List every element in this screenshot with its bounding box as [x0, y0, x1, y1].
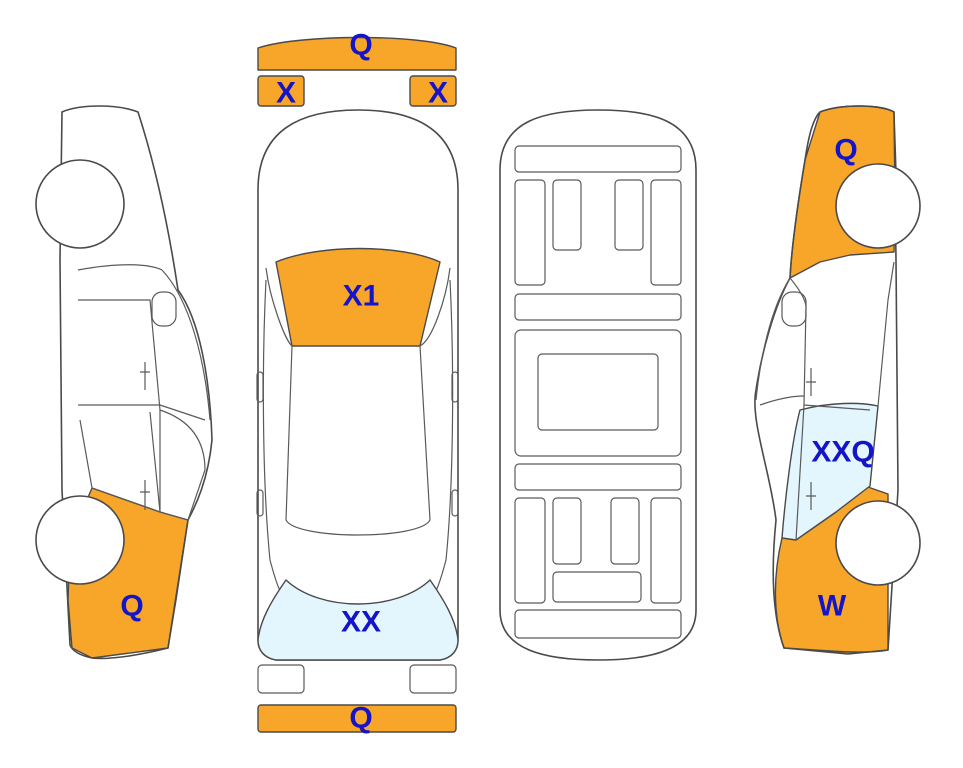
- top-right-handle: [451, 489, 459, 517]
- left-windshield-line: [161, 269, 211, 421]
- underbody-front-block-l: [552, 179, 582, 251]
- underbody-rail-fl: [514, 179, 546, 286]
- left-side-view: Q: [35, 105, 213, 660]
- underbody-mid-bar-1: [514, 293, 682, 321]
- rear-bumper[interactable]: [257, 704, 457, 733]
- underbody-outline: [499, 109, 697, 661]
- windshield-label: X1: [343, 280, 380, 313]
- rear-right-light: [409, 664, 457, 694]
- underbody-center-frame: [514, 329, 682, 457]
- right-body-outline: [754, 105, 899, 653]
- right-mirror: [781, 291, 807, 327]
- left-rear-quarter-label: Q: [120, 590, 143, 623]
- right-door-line-rear: [795, 404, 805, 541]
- underbody-front-block-r: [614, 179, 644, 251]
- top-view: Q X X X1 XX Q: [256, 29, 459, 735]
- underbody-rail-fr: [650, 179, 682, 286]
- right-roof-line: [759, 395, 805, 406]
- left-body-outline: [59, 105, 213, 660]
- top-right-mirror: [451, 371, 459, 403]
- left-door-handle-rear: [140, 480, 150, 510]
- right-side-view: Q XXQ W: [754, 105, 921, 655]
- underbody-rear-block-l: [552, 497, 582, 565]
- right-door-line-front: [803, 305, 871, 411]
- right-front-fender-label: Q: [834, 134, 857, 167]
- left-mirror: [151, 291, 177, 327]
- rear-window[interactable]: [257, 579, 459, 661]
- underbody-front-crossmember: [514, 145, 682, 173]
- underbody-view: [499, 109, 697, 661]
- top-right-side-line: [425, 279, 454, 603]
- front-bumper-label: Q: [349, 29, 372, 62]
- left-door-handle-front: [140, 362, 150, 390]
- top-left-handle: [256, 489, 264, 517]
- front-right-light-label: X: [428, 77, 448, 110]
- left-door-line-mid: [78, 404, 206, 421]
- right-rear-window-label: XXQ: [811, 436, 874, 469]
- top-left-side-line: [262, 279, 291, 603]
- top-left-mirror: [256, 371, 264, 403]
- front-left-light-label: X: [276, 77, 296, 110]
- right-windshield-line: [755, 277, 791, 401]
- top-a-pillars: [265, 267, 451, 347]
- top-roof: [285, 345, 431, 536]
- front-bumper[interactable]: [257, 36, 457, 71]
- front-right-light[interactable]: [409, 75, 457, 107]
- rear-bumper-label: Q: [349, 702, 372, 735]
- underbody-rail-rl: [514, 497, 546, 604]
- right-rear-wheel: [835, 500, 921, 586]
- underbody-mid-bar-2: [514, 463, 682, 491]
- right-door-handle-front: [806, 368, 816, 396]
- windshield[interactable]: [275, 247, 441, 347]
- right-rear-quarter-label: W: [818, 590, 847, 623]
- left-hood-line: [77, 264, 163, 271]
- underbody-rail-rr: [650, 497, 682, 604]
- left-rear-wheel: [35, 495, 125, 585]
- left-rear-window: [159, 409, 206, 521]
- left-front-wheel: [35, 159, 125, 249]
- underbody-center-pan: [537, 353, 659, 431]
- left-door-line-rear: [79, 411, 161, 513]
- right-pillar-rear: [877, 261, 895, 407]
- top-body-outline: [257, 109, 459, 661]
- underbody-rear-bar: [552, 571, 642, 603]
- right-rear-window[interactable]: [781, 402, 879, 541]
- rear-window-label: XX: [341, 606, 381, 639]
- left-door-line-front: [78, 299, 161, 411]
- underbody-rear-crossmember: [514, 609, 682, 639]
- rear-left-light: [257, 664, 305, 694]
- right-front-wheel: [835, 163, 921, 249]
- right-door-handle-rear: [806, 482, 816, 510]
- underbody-rear-block-r: [610, 497, 640, 565]
- front-left-light[interactable]: [257, 75, 305, 107]
